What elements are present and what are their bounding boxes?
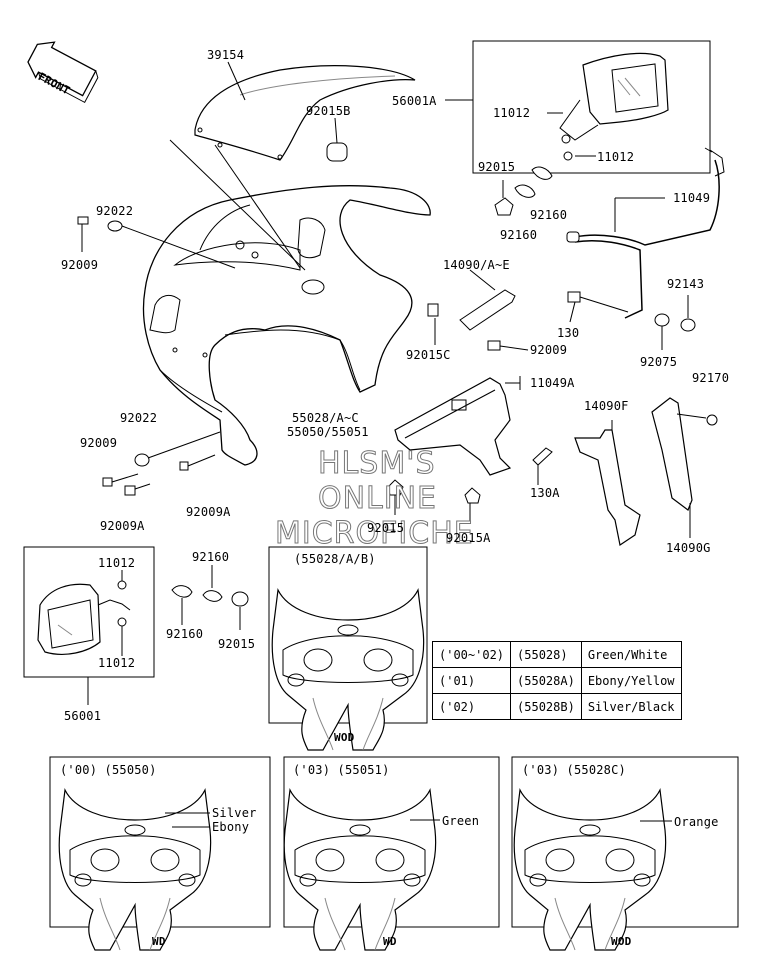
variant-2-footer: WD bbox=[383, 935, 397, 948]
part-92143: 92143 bbox=[667, 277, 705, 291]
variant-2-color-1: Green bbox=[442, 814, 480, 828]
variant-1-color-1: Silver bbox=[212, 806, 257, 820]
table-cell-year: ('01) bbox=[431, 667, 512, 694]
table-row: ('01) (55028A) Ebony/Yellow bbox=[431, 667, 682, 694]
part-11012-a: 11012 bbox=[493, 106, 531, 120]
part-11049a: 11049A bbox=[530, 376, 575, 390]
variant-1-title: ('00) (55050) bbox=[60, 763, 157, 777]
part-92009-b: 92009 bbox=[530, 343, 568, 357]
part-92160-b: 92160 bbox=[500, 228, 538, 242]
part-92015-b: 92015 bbox=[367, 521, 405, 535]
part-92170: 92170 bbox=[692, 371, 730, 385]
fairing-front-view-inset bbox=[271, 589, 425, 751]
variant-1-color-2: Ebony bbox=[212, 820, 250, 834]
fairing-front-view-55051 bbox=[283, 789, 437, 951]
part-130: 130 bbox=[557, 326, 580, 340]
part-14090f: 14090F bbox=[584, 399, 629, 413]
watermark-line-1: HLSM'S bbox=[318, 446, 436, 482]
part-92015c: 92015C bbox=[406, 348, 451, 362]
part-56001a: 56001A bbox=[392, 94, 437, 108]
variant-1-footer: WD bbox=[152, 935, 166, 948]
color-code-table: ('00~'02) (55028) Green/White ('01) (550… bbox=[431, 641, 682, 720]
table-cell-color: Ebony/Yellow bbox=[580, 667, 682, 694]
part-39154: 39154 bbox=[207, 48, 245, 62]
variant-3-title: ('03) (55028C) bbox=[522, 763, 626, 777]
part-92009a-b: 92009A bbox=[100, 519, 145, 533]
table-cell-code: (55028B) bbox=[510, 693, 582, 720]
part-92160-d: 92160 bbox=[166, 627, 204, 641]
inset-footer: WOD bbox=[334, 731, 355, 744]
variant-3-color-1: Orange bbox=[674, 815, 719, 829]
part-130a: 130A bbox=[530, 486, 560, 500]
part-14090g: 14090G bbox=[666, 541, 711, 555]
upper-fairing-shape bbox=[142, 185, 431, 466]
part-92015-c: 92015 bbox=[218, 637, 256, 651]
part-92009-c: 92009 bbox=[80, 436, 118, 450]
part-92009-a: 92009 bbox=[61, 258, 99, 272]
table-row: ('00~'02) (55028) Green/White bbox=[431, 641, 682, 668]
watermark-line-2: ONLINE bbox=[317, 481, 438, 517]
windshield-shape bbox=[194, 65, 416, 161]
part-11012-c: 11012 bbox=[98, 556, 136, 570]
table-cell-color: Green/White bbox=[580, 641, 682, 668]
part-11012-b: 11012 bbox=[597, 150, 635, 164]
part-55028-a-c: 55028/A~C bbox=[292, 411, 359, 425]
fairing-front-view-55050 bbox=[58, 789, 212, 951]
front-arrow-icon bbox=[27, 41, 99, 104]
part-11012-d: 11012 bbox=[98, 656, 136, 670]
table-cell-color: Silver/Black bbox=[580, 693, 682, 720]
part-56001: 56001 bbox=[64, 709, 102, 723]
part-55050-55051: 55050/55051 bbox=[287, 425, 369, 439]
part-92015a: 92015A bbox=[446, 531, 491, 545]
part-92015-a: 92015 bbox=[478, 160, 516, 174]
part-92009a-a: 92009A bbox=[186, 505, 231, 519]
part-92075: 92075 bbox=[640, 355, 678, 369]
inset-title: (55028/A/B) bbox=[294, 552, 376, 566]
table-row: ('02) (55028B) Silver/Black bbox=[431, 693, 682, 720]
variant-3-footer: WOD bbox=[611, 935, 632, 948]
part-92015b: 92015B bbox=[306, 104, 351, 118]
variant-2-title: ('03) (55051) bbox=[293, 763, 390, 777]
watermark-line-3: MICROFICHE bbox=[275, 516, 474, 552]
table-cell-year: ('02) bbox=[431, 693, 512, 720]
part-92022-b: 92022 bbox=[120, 411, 158, 425]
table-cell-code: (55028A) bbox=[510, 667, 582, 694]
part-92160-a: 92160 bbox=[530, 208, 568, 222]
part-14090-a-e: 14090/A~E bbox=[443, 258, 510, 272]
table-cell-code: (55028) bbox=[510, 641, 582, 668]
table-cell-year: ('00~'02) bbox=[431, 641, 512, 668]
fairing-front-view-55028c bbox=[513, 789, 667, 951]
part-11049: 11049 bbox=[673, 191, 711, 205]
part-92160-c: 92160 bbox=[192, 550, 230, 564]
part-92022-a: 92022 bbox=[96, 204, 134, 218]
